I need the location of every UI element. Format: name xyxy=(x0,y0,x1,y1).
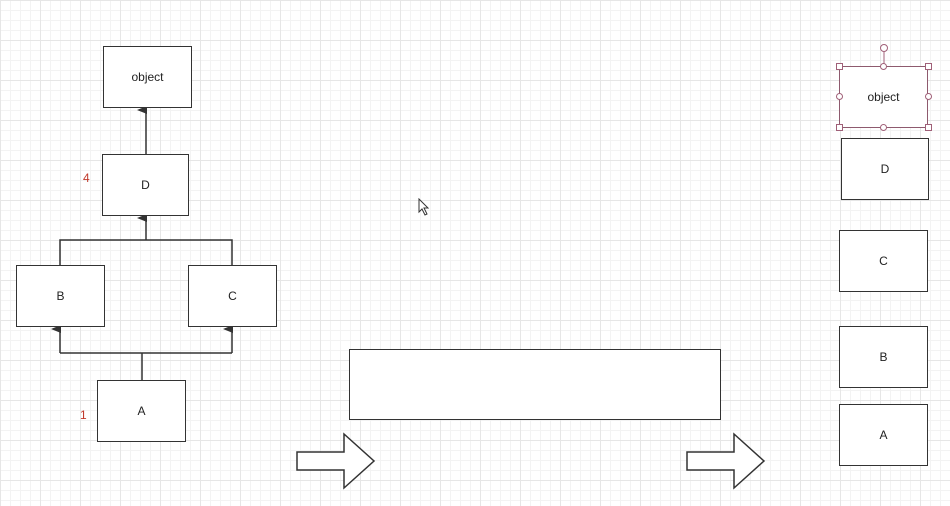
node-a-label: A xyxy=(137,404,146,418)
resize-handle-bottom-right[interactable] xyxy=(925,124,932,131)
stack-node-b[interactable]: B xyxy=(839,326,928,388)
stack-node-d[interactable]: D xyxy=(841,138,929,200)
order-number-bottom: 1 xyxy=(80,408,87,422)
node-d-label: D xyxy=(141,178,150,192)
resize-handle-top-left[interactable] xyxy=(836,63,843,70)
node-object-label: object xyxy=(131,70,164,84)
empty-process-box[interactable] xyxy=(349,349,721,420)
stack-node-a[interactable]: A xyxy=(839,404,928,466)
stack-node-c-label: C xyxy=(879,254,888,268)
node-c-label: C xyxy=(228,289,237,303)
stack-node-b-label: B xyxy=(879,350,888,364)
node-b-label: B xyxy=(56,289,65,303)
node-d[interactable]: D xyxy=(102,154,189,216)
node-object[interactable]: object xyxy=(103,46,192,108)
node-c[interactable]: C xyxy=(188,265,277,327)
resize-handle-right[interactable] xyxy=(925,93,932,100)
resize-handle-left[interactable] xyxy=(836,93,843,100)
mouse-cursor-icon xyxy=(418,198,430,216)
stack-node-object-label: object xyxy=(867,90,900,104)
resize-handle-top[interactable] xyxy=(880,63,887,70)
stack-node-a-label: A xyxy=(879,428,888,442)
connector-bc xyxy=(59,239,233,265)
stack-node-d-label: D xyxy=(880,162,890,176)
node-b[interactable]: B xyxy=(16,265,105,327)
resize-handle-top-right[interactable] xyxy=(925,63,932,70)
resize-handle-bottom-left[interactable] xyxy=(836,124,843,131)
right-block-arrow-1 xyxy=(296,432,376,490)
stack-node-c[interactable]: C xyxy=(839,230,928,292)
order-number-top: 4 xyxy=(83,171,90,185)
resize-handle-bottom[interactable] xyxy=(880,124,887,131)
right-block-arrow-2 xyxy=(686,432,766,490)
stack-node-object[interactable]: object xyxy=(839,66,928,128)
node-a[interactable]: A xyxy=(97,380,186,442)
